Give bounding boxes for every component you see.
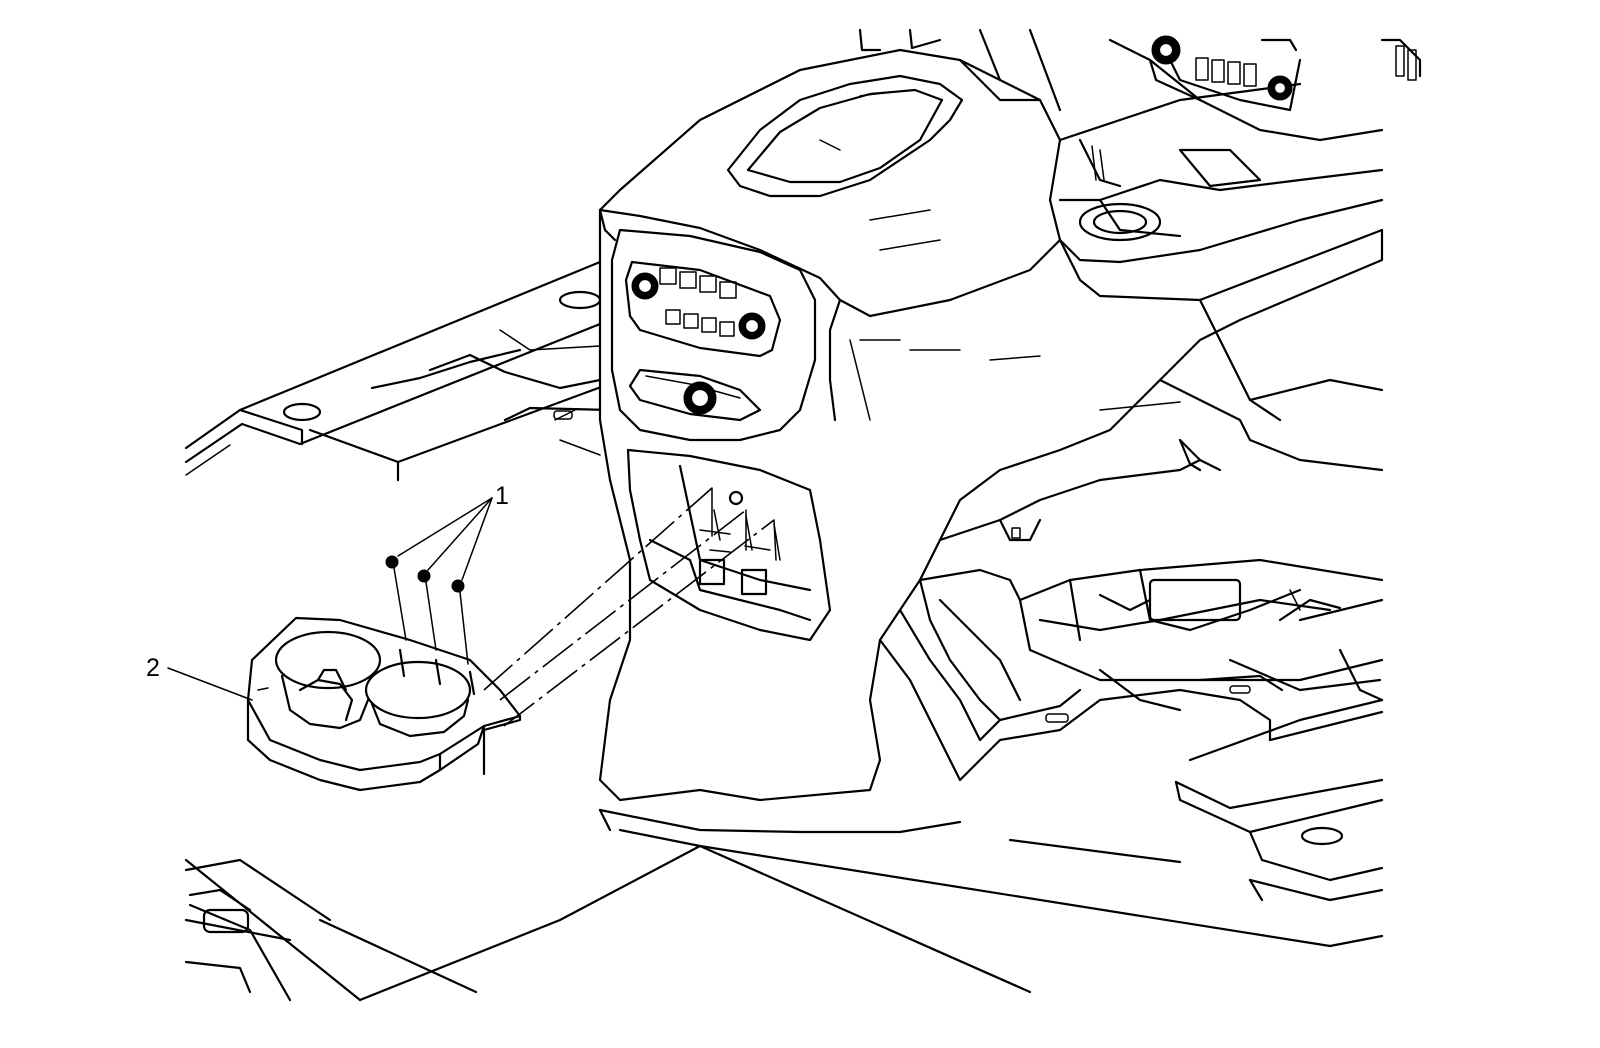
screw-icon <box>417 569 437 651</box>
alignment-lines <box>483 487 777 727</box>
center-console <box>598 48 1384 802</box>
cup-holder <box>246 616 522 792</box>
screw-icon <box>451 579 469 665</box>
front-console <box>858 28 1422 264</box>
screws <box>385 555 469 665</box>
callout-1-label: 1 <box>495 482 509 510</box>
callout-2: 2 <box>146 654 253 701</box>
callout-2-label: 2 <box>146 654 160 682</box>
callout-1: 1 <box>397 482 509 581</box>
floor-pan <box>184 260 1384 1002</box>
screw-icon <box>385 555 407 641</box>
rear-climate-buttons <box>659 267 737 337</box>
